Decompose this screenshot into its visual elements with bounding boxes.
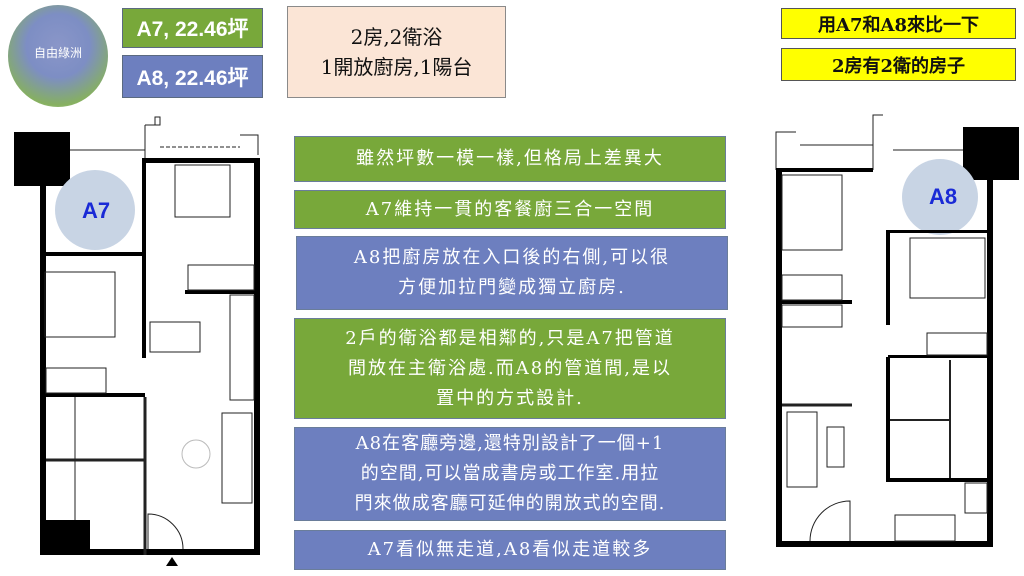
summary-box: 2房,2衛浴 1開放廚房,1陽台 [287, 6, 506, 98]
note-6: A7看似無走道,A8看似走道較多 [294, 530, 726, 570]
note-4: 2戶的衛浴都是相鄰的,只是A7把管道 間放在主衛浴處.而A8的管道間,是以 置中… [294, 318, 726, 419]
note-line: A8在客廳旁邊,還特別設計了一個+1 [355, 433, 665, 454]
note-3: A8把廚房放在入口後的右側,可以很 方便加拉門變成獨立廚房. [296, 236, 728, 310]
note-line: A8把廚房放在入口後的右側,可以很 [353, 247, 671, 268]
a8-badge: A8 [928, 184, 958, 209]
note-line: 的空間,可以當成書房或工作室.用拉 [360, 463, 660, 484]
note-line: 2戶的衛浴都是相鄰的,只是A7把管道 [345, 327, 675, 349]
logo: 自由綠洲 [8, 5, 108, 107]
note-line: 置中的方式設計. [436, 387, 584, 409]
entrance-icon [166, 557, 178, 566]
floor-plan-a8 [775, 114, 1019, 547]
floor-plan-a7 [14, 116, 260, 555]
note-5: A8在客廳旁邊,還特別設計了一個+1 的空間,可以當成書房或工作室.用拉 門來做… [294, 427, 726, 521]
type-callout: 2房有2衛的房子 [781, 48, 1016, 81]
note-line: 門來做成客廳可延伸的開放式的空間. [354, 493, 666, 514]
logo-text: 自由綠洲 [33, 45, 82, 60]
note-line: 雖然坪數一模一樣,但格局上差異大 [356, 148, 664, 169]
unit-tag-a7: A7, 22.46坪 [122, 8, 263, 48]
note-line: A7維持一貫的客餐廚三合一空間 [365, 198, 655, 220]
note-line: A7看似無走道,A8看似走道較多 [367, 539, 653, 560]
summary-line-1: 2房,2衛浴 [350, 25, 443, 49]
summary-line-2: 1開放廚房,1陽台 [320, 55, 473, 79]
unit-tag-a8: A8, 22.46坪 [122, 55, 263, 98]
note-2: A7維持一貫的客餐廚三合一空間 [294, 190, 726, 229]
note-1: 雖然坪數一模一樣,但格局上差異大 [294, 136, 726, 182]
note-line: 間放在主衛浴處.而A8的管道間,是以 [348, 357, 672, 379]
compare-callout: 用A7和A8來比一下 [781, 8, 1016, 39]
a7-badge: A7 [81, 198, 111, 223]
note-line: 方便加拉門變成獨立廚房. [398, 277, 626, 298]
